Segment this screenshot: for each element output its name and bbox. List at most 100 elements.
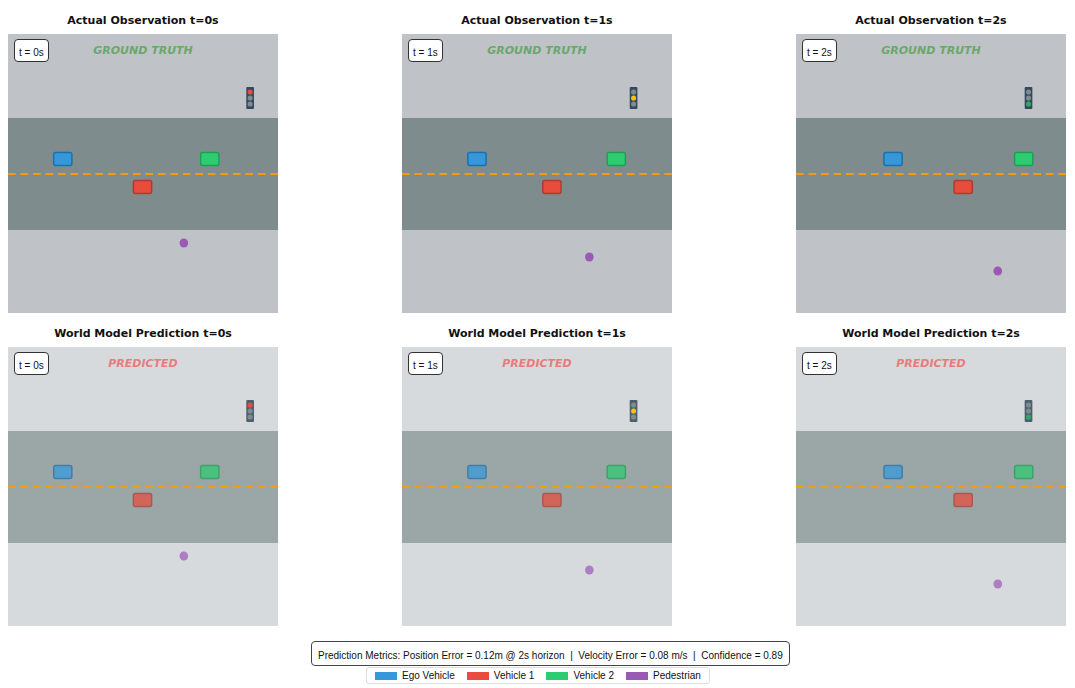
vehicle-1 (133, 181, 151, 194)
signal-lamp (631, 95, 636, 100)
sidewalk (8, 34, 278, 313)
lane-divider (402, 486, 672, 488)
legend: Ego Vehicle Vehicle 1 Vehicle 2 Pedestrian (366, 667, 710, 684)
legend-item: Vehicle 2 (546, 670, 614, 681)
time-label: t = 1s (413, 47, 438, 58)
time-badge: t = 2s (802, 39, 837, 62)
time-badge: t = 0s (14, 39, 49, 62)
legend-label: Vehicle 1 (494, 670, 535, 681)
scene-panel: World Model Prediction t=1sPREDICTEDt = … (402, 347, 672, 626)
vehicle-2 (201, 466, 219, 479)
vehicle-2 (607, 153, 625, 166)
scene-panel: World Model Prediction t=2sPREDICTEDt = … (796, 347, 1066, 626)
road (8, 431, 278, 543)
vehicle-1 (954, 181, 972, 194)
ego-vehicle (54, 466, 72, 479)
sidewalk (402, 347, 672, 626)
sidewalk (796, 34, 1066, 313)
traffic-light (246, 400, 254, 422)
signal-lamp (248, 408, 253, 413)
road (402, 118, 672, 230)
lane-divider (8, 173, 278, 175)
street-scene (402, 347, 672, 626)
vehicle-2 (1015, 466, 1033, 479)
scene-panel: Actual Observation t=0sGROUND TRUTHt = 0… (8, 34, 278, 313)
legend-label: Vehicle 2 (573, 670, 614, 681)
legend-label: Ego Vehicle (402, 670, 455, 681)
traffic-light (630, 87, 638, 109)
traffic-light (1025, 400, 1033, 422)
ego-vehicle (468, 153, 486, 166)
pedestrian (180, 239, 189, 248)
vehicle-2 (201, 153, 219, 166)
signal-lamp (248, 414, 253, 419)
panel-title: World Model Prediction t=0s (0, 327, 318, 340)
ego-vehicle (468, 466, 486, 479)
sidewalk (796, 347, 1066, 626)
traffic-light (630, 400, 638, 422)
lane-divider (796, 173, 1066, 175)
signal-lamp (631, 414, 636, 419)
road (796, 431, 1066, 543)
panel-title: Actual Observation t=1s (362, 14, 712, 27)
lane-divider (8, 486, 278, 488)
vehicle-1 (543, 494, 561, 507)
time-badge: t = 1s (408, 39, 443, 62)
signal-lamp (248, 402, 253, 407)
sidewalk (8, 347, 278, 626)
signal-lamp (1026, 95, 1031, 100)
lane-divider (402, 173, 672, 175)
time-badge: t = 2s (802, 352, 837, 375)
ego-vehicle (884, 153, 902, 166)
legend-item: Pedestrian (626, 670, 701, 681)
sidewalk (402, 34, 672, 313)
metrics-box: Prediction Metrics: Position Error = 0.1… (311, 641, 790, 666)
signal-lamp (631, 101, 636, 106)
legend-swatch (375, 672, 397, 680)
legend-swatch (467, 672, 489, 680)
metrics-text: Prediction Metrics: Position Error = 0.1… (318, 650, 783, 661)
legend-swatch (546, 672, 568, 680)
time-badge: t = 0s (14, 352, 49, 375)
scene-panel: World Model Prediction t=0sPREDICTEDt = … (8, 347, 278, 626)
vehicle-1 (954, 494, 972, 507)
legend-swatch (626, 672, 648, 680)
road (402, 431, 672, 543)
scene-panel: Actual Observation t=2sGROUND TRUTHt = 2… (796, 34, 1066, 313)
signal-lamp (1026, 89, 1031, 94)
legend-item: Vehicle 1 (467, 670, 535, 681)
time-label: t = 2s (807, 47, 832, 58)
street-scene (796, 347, 1066, 626)
time-badge: t = 1s (408, 352, 443, 375)
vehicle-1 (543, 181, 561, 194)
pedestrian (585, 566, 594, 575)
signal-lamp (1026, 402, 1031, 407)
signal-lamp (631, 402, 636, 407)
pedestrian (993, 580, 1002, 589)
street-scene (402, 34, 672, 313)
time-label: t = 0s (19, 47, 44, 58)
signal-lamp (248, 95, 253, 100)
ego-vehicle (54, 153, 72, 166)
time-label: t = 0s (19, 360, 44, 371)
road (796, 118, 1066, 230)
legend-label: Pedestrian (653, 670, 701, 681)
street-scene (796, 34, 1066, 313)
panel-title: Actual Observation t=0s (0, 14, 318, 27)
signal-lamp (1026, 408, 1031, 413)
vehicle-2 (1015, 153, 1033, 166)
panel-title: World Model Prediction t=2s (756, 327, 1075, 340)
street-scene (8, 34, 278, 313)
panel-title: Actual Observation t=2s (756, 14, 1075, 27)
signal-lamp (1026, 101, 1031, 106)
pedestrian (180, 552, 189, 561)
street-scene (8, 347, 278, 626)
signal-lamp (631, 408, 636, 413)
vehicle-2 (607, 466, 625, 479)
vehicle-1 (133, 494, 151, 507)
pedestrian (585, 253, 594, 262)
pedestrian (993, 267, 1002, 276)
signal-lamp (248, 89, 253, 94)
traffic-light (1025, 87, 1033, 109)
